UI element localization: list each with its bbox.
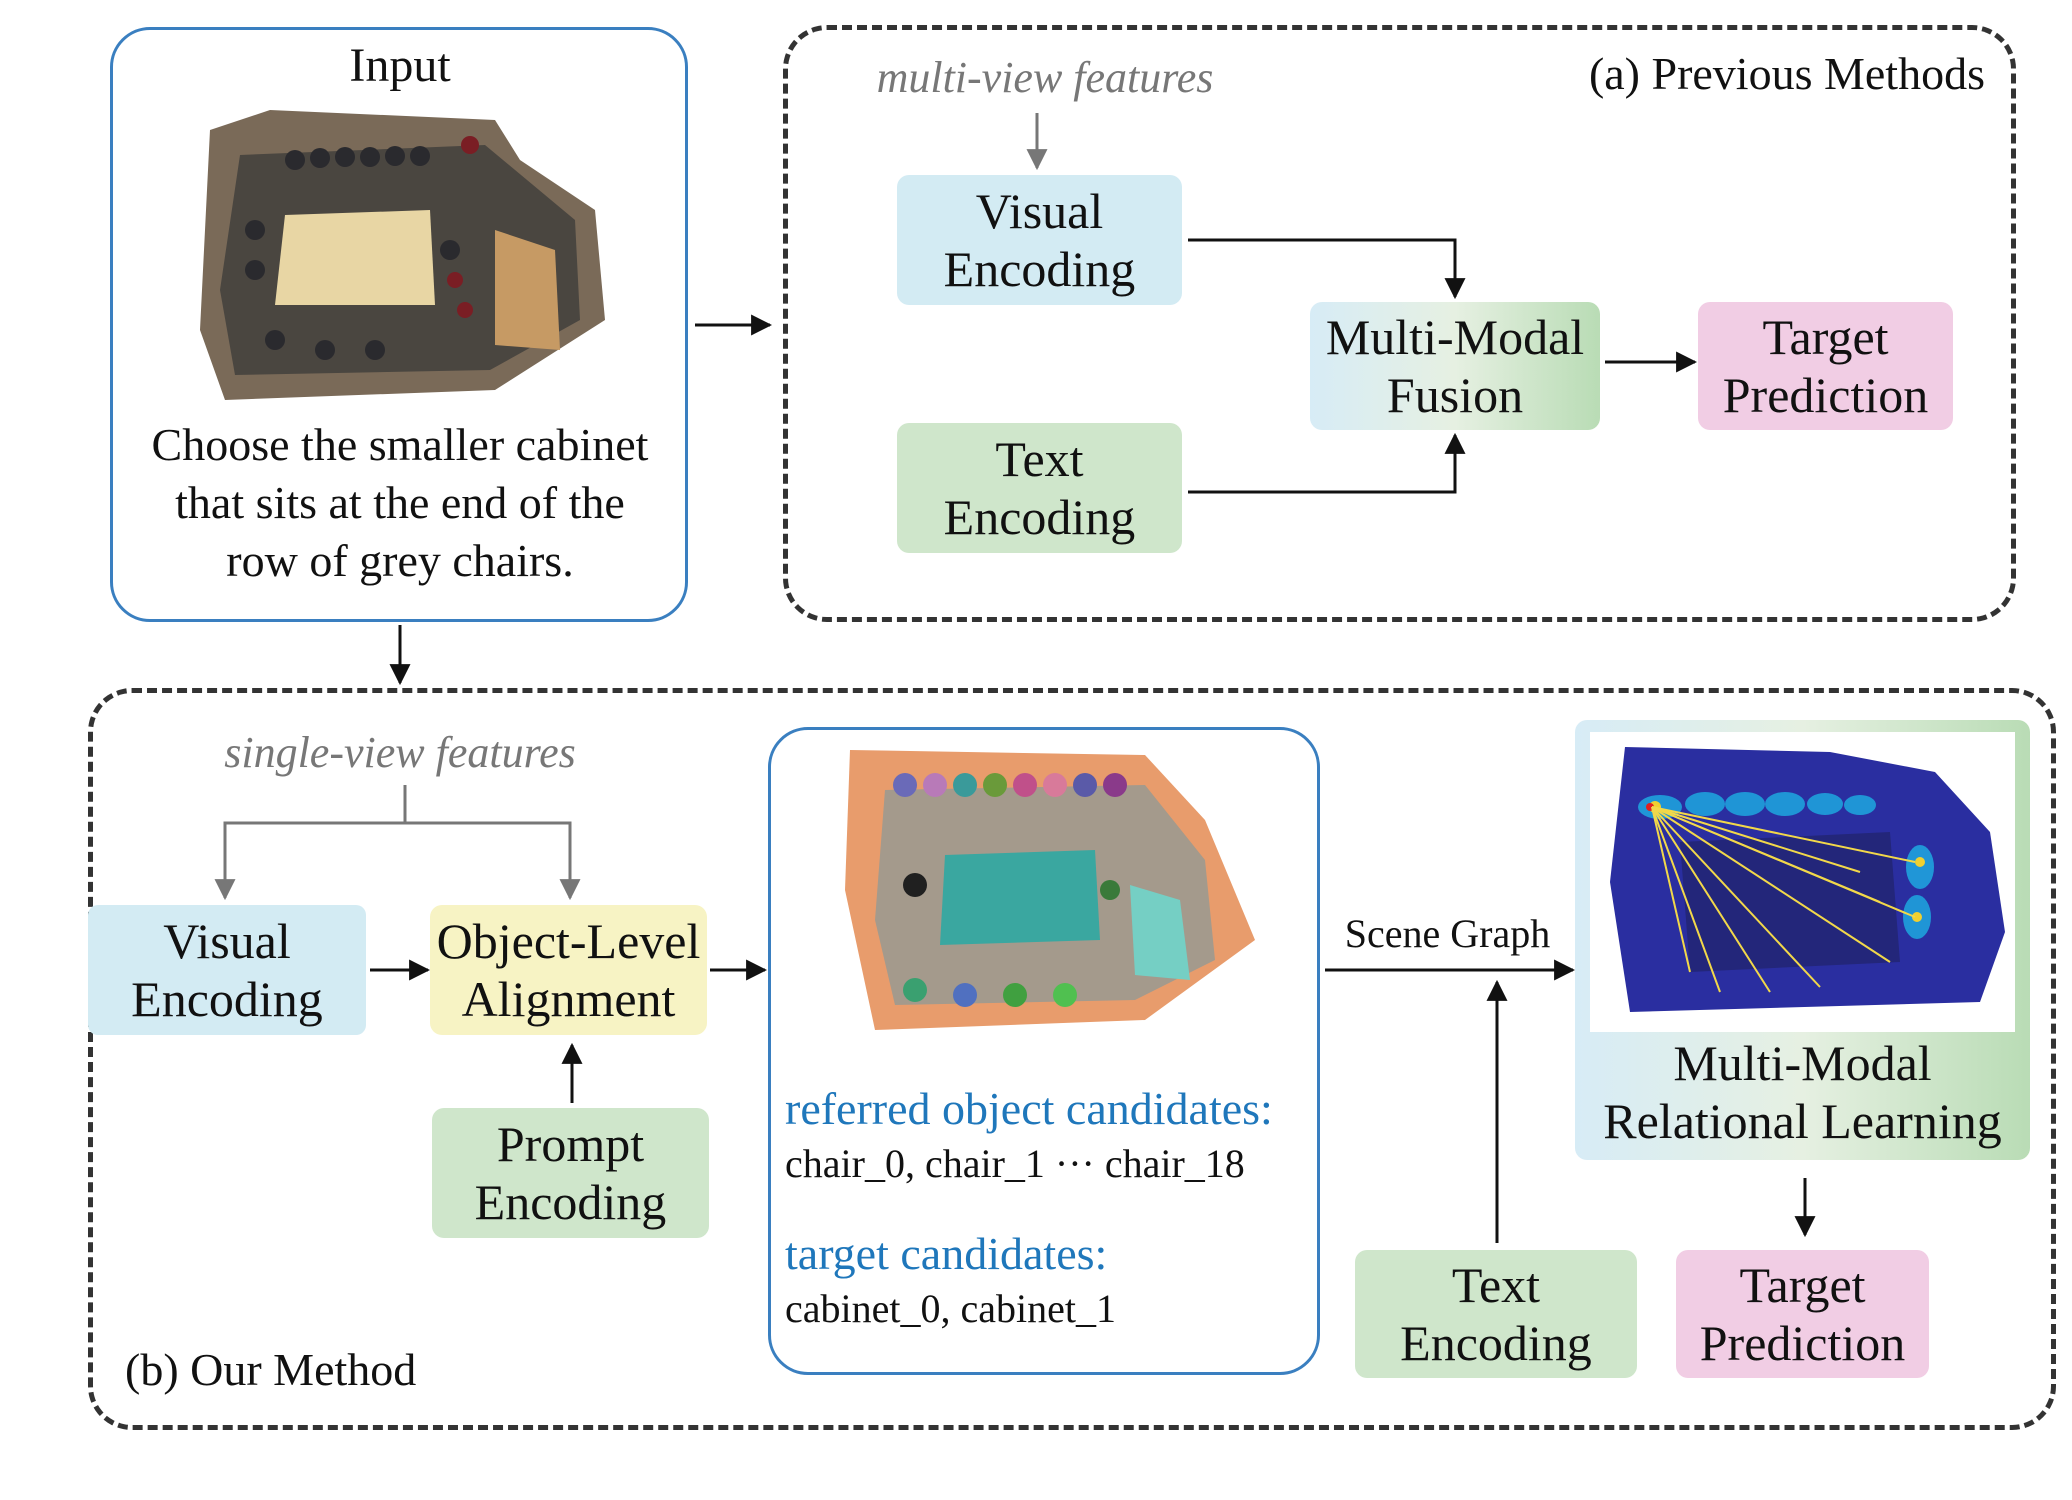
box-line: Text xyxy=(1451,1257,1541,1313)
box-line: Relational Learning xyxy=(1603,1093,2002,1149)
attention-heatmap-image xyxy=(1590,732,2015,1032)
scene-graph-label: Scene Graph xyxy=(1344,911,1551,956)
object-level-alignment: Object-Level Alignment xyxy=(430,905,707,1035)
query-line: Choose the smaller cabinet xyxy=(151,419,649,470)
box-line: Target xyxy=(1739,1257,1866,1313)
our-text-encoding: Text Encoding xyxy=(1355,1250,1637,1378)
box-line: Multi-Modal xyxy=(1325,309,1585,365)
box-line: Visual xyxy=(975,183,1104,239)
box-line: Encoding xyxy=(131,971,323,1027)
multi-view-features-label: multi-view features xyxy=(876,53,1214,102)
our-visual-encoding: Visual Encoding xyxy=(88,905,366,1035)
box-line: Prompt xyxy=(496,1116,645,1172)
input-query: Choose the smaller cabinet that sits at … xyxy=(115,416,685,590)
prev-target-prediction: Target Prediction xyxy=(1698,302,1953,430)
query-line: row of grey chairs. xyxy=(226,535,574,586)
our-method-title: (b) Our Method xyxy=(125,1344,417,1395)
prev-multimodal-fusion: Multi-Modal Fusion xyxy=(1310,302,1600,430)
previous-methods-panel xyxy=(783,25,2016,622)
prompt-encoding: Prompt Encoding xyxy=(432,1108,709,1238)
box-line: Encoding xyxy=(474,1174,667,1230)
box-line: Visual xyxy=(163,913,291,969)
box-line: Fusion xyxy=(1386,367,1524,423)
single-view-features-label: single-view features xyxy=(224,728,576,777)
segmented-scene-image xyxy=(845,750,1255,1030)
candidates-panel xyxy=(768,727,1320,1375)
prev-text-encoding: Text Encoding xyxy=(897,423,1182,553)
prev-visual-encoding: Visual Encoding xyxy=(897,175,1182,305)
box-line: Text xyxy=(995,431,1084,487)
referred-candidates-label: referred object candidates: xyxy=(785,1083,1273,1134)
box-line: Multi-Modal xyxy=(1673,1035,1932,1091)
our-method-panel xyxy=(88,688,2056,1430)
box-line: Prediction xyxy=(1722,367,1929,423)
target-candidates-list: cabinet_0, cabinet_1 xyxy=(785,1286,1116,1331)
input-panel xyxy=(110,27,688,622)
target-candidates-label: target candidates: xyxy=(785,1228,1108,1279)
box-line: Alignment xyxy=(461,971,676,1027)
input-title: Input xyxy=(349,39,451,92)
referred-candidates-list: chair_0, chair_1 ··· chair_18 xyxy=(785,1141,1245,1186)
query-line: that sits at the end of the xyxy=(175,477,625,528)
our-target-prediction: Target Prediction xyxy=(1676,1250,1929,1378)
box-line: Encoding xyxy=(943,489,1136,545)
previous-methods-title: (a) Previous Methods xyxy=(1588,48,1985,99)
box-line: Encoding xyxy=(943,241,1136,297)
box-line: Target xyxy=(1762,309,1889,365)
box-line: Prediction xyxy=(1699,1315,1906,1371)
box-line: Encoding xyxy=(1400,1315,1592,1371)
input-scene-image xyxy=(200,110,605,400)
box-line: Object-Level xyxy=(436,913,701,969)
